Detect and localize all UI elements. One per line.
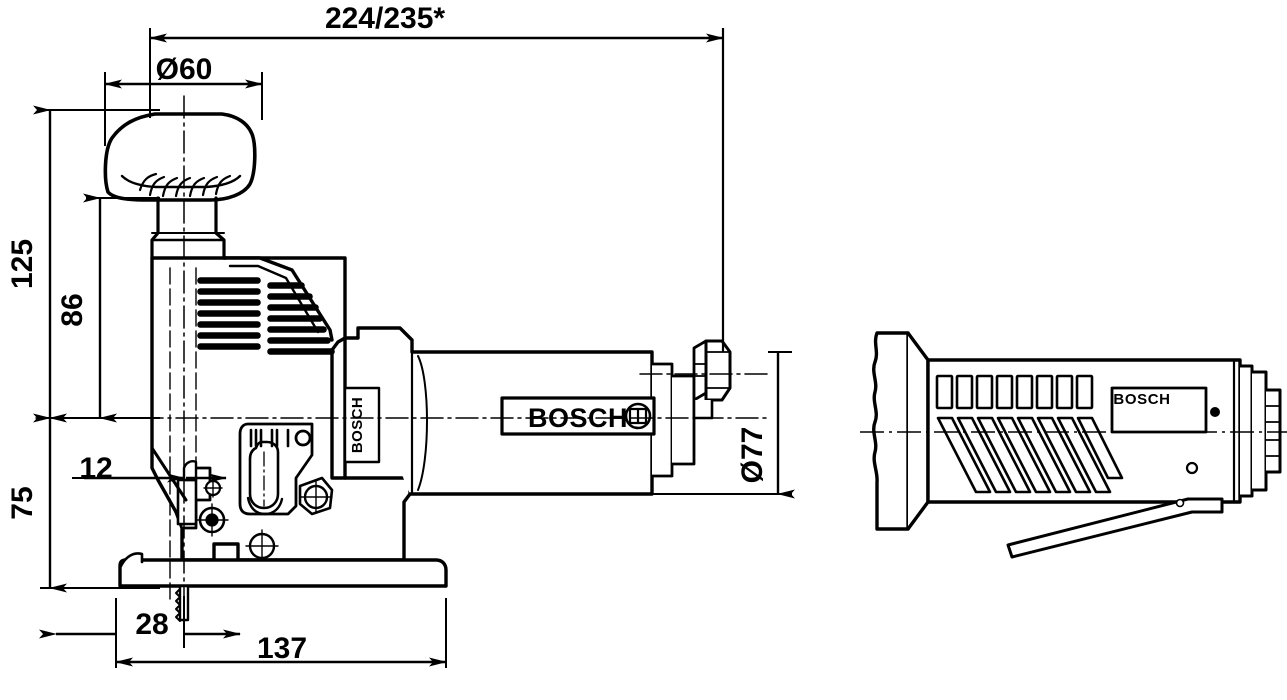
front-view — [860, 331, 1287, 559]
speed-dial-panel — [238, 422, 334, 516]
front-base-plate — [872, 331, 930, 531]
top-knob — [103, 112, 257, 202]
dim-label-knob-diameter: Ø60 — [156, 53, 213, 86]
knob-neck — [150, 196, 226, 260]
front-screw-hole — [1185, 461, 1199, 475]
dim-label-total-height: 125 — [6, 239, 39, 289]
pivot-boss — [298, 476, 334, 516]
dim-label-base-to-axis: 75 — [6, 486, 39, 519]
speed-scale-marks — [249, 428, 312, 448]
front-diagonal-slots — [936, 416, 1124, 494]
front-handle-lever — [1006, 497, 1224, 559]
dim-label-front-offset: 28 — [135, 608, 168, 641]
front-vertical-slots — [935, 374, 1094, 410]
brand-label-horizontal: BOSCH — [528, 403, 628, 433]
dim-label-base-length: 137 — [257, 632, 307, 665]
brand-badge-horizontal — [500, 396, 656, 436]
base-mount — [176, 460, 279, 563]
front-brand-badge — [1110, 386, 1220, 475]
front-indicator-dot — [1210, 407, 1220, 417]
gear-nose-barrel — [343, 326, 654, 496]
front-brand-label: BOSCH — [1113, 391, 1170, 408]
saw-blade — [175, 584, 190, 622]
dim-label-nose-diameter: Ø77 — [736, 427, 769, 484]
brand-label-vertical: BOSCH — [349, 397, 366, 453]
hidden-lines — [169, 267, 197, 601]
dim-label-overall-length: 224/235* — [325, 2, 445, 35]
dimension-lines — [33, 28, 795, 668]
dim-label-blade-offset: 12 — [79, 452, 112, 485]
base-plate — [118, 552, 448, 588]
side-view — [35, 95, 771, 629]
dimension-labels: 224/235* Ø60 125 86 75 12 28 137 Ø77 — [6, 2, 769, 665]
dim-label-body-height: 86 — [56, 293, 89, 326]
hex-screw-icon — [624, 402, 652, 430]
vent-slots — [197, 277, 335, 355]
nose-chuck — [650, 339, 732, 478]
